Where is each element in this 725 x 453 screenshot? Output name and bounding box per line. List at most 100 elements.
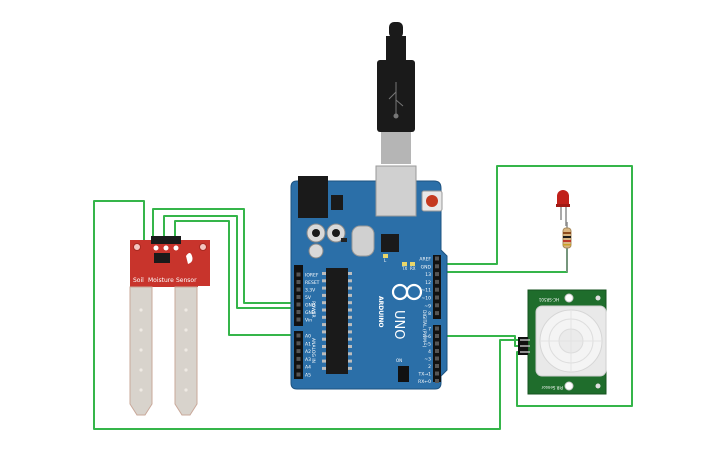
pir-label-bottom: PIR Sensor — [541, 385, 563, 390]
chip-pin — [348, 352, 352, 356]
pin-socket[interactable] — [435, 326, 439, 331]
chip-pin — [348, 272, 352, 275]
pir-mount-hole — [564, 293, 574, 303]
wire-soil-gnd-gnd[interactable] — [163, 215, 296, 309]
chip-pin — [348, 330, 352, 334]
digital-section-label: DIGITAL (PWM~) — [421, 310, 427, 348]
voltage-regulator — [331, 195, 343, 210]
chip-pin — [322, 359, 326, 363]
chip-pin — [348, 301, 352, 305]
red-led[interactable] — [556, 190, 570, 226]
board-led-label: RX — [410, 266, 416, 271]
pin-label: 12 — [425, 280, 431, 286]
pin-socket[interactable] — [296, 310, 301, 314]
pin-socket[interactable] — [435, 364, 439, 368]
usb-plug-metal — [381, 132, 411, 164]
chip-pin — [348, 308, 352, 312]
digital-header-top — [433, 255, 441, 319]
capacitor-3 — [308, 243, 324, 259]
pin-socket[interactable] — [435, 334, 439, 338]
chip-pin — [348, 337, 352, 341]
pin-socket[interactable] — [435, 371, 439, 376]
board-led-label: TX — [401, 266, 407, 271]
wire-pin2-pir[interactable] — [438, 335, 520, 347]
pir-sensor[interactable]: HC-SR501 PIR Sensor — [518, 289, 607, 395]
pin-label: IOREF — [305, 273, 319, 279]
pin-socket[interactable] — [296, 295, 301, 299]
icsp-header — [398, 366, 409, 382]
led-dome — [557, 190, 569, 205]
pin-socket[interactable] — [435, 295, 439, 300]
pin-socket[interactable] — [296, 302, 301, 307]
pin-label: GND — [421, 264, 432, 270]
pin-label: A0 — [305, 334, 311, 340]
pin-socket[interactable] — [435, 311, 439, 316]
pin-socket[interactable] — [435, 287, 439, 292]
pin-socket[interactable] — [296, 333, 301, 338]
digital-header-bottom — [433, 325, 441, 382]
pin-label: GND — [305, 303, 316, 309]
wire-soil-outer-loop[interactable] — [93, 200, 520, 430]
pin-socket[interactable] — [435, 272, 439, 277]
pin-socket[interactable] — [435, 256, 439, 261]
pin-label: 3.3V — [305, 288, 316, 294]
pin-socket[interactable] — [296, 280, 301, 284]
reset-button[interactable] — [426, 195, 438, 207]
analog-header — [294, 331, 303, 379]
pin-label: ~5 — [424, 342, 431, 348]
pin-label: 8 — [428, 311, 431, 317]
pin-label: RX←0 — [418, 379, 431, 385]
pin-label: A2 — [305, 349, 311, 355]
chip-pin — [322, 301, 326, 305]
arduino-logo — [391, 283, 423, 301]
pir-label-top: HC-SR501 — [538, 297, 559, 302]
soil-sensor-chip — [154, 253, 170, 263]
arduino-board[interactable]: ARDUINO UNO POWER ANALOG IN DIGITAL (PWM… — [290, 165, 448, 390]
pin-label: 4 — [428, 349, 431, 355]
chip-pin — [322, 337, 326, 341]
pin-label: TX→1 — [418, 372, 432, 378]
pin-socket[interactable] — [435, 264, 439, 269]
resistor[interactable] — [562, 222, 572, 272]
chip-pin — [348, 366, 352, 370]
usb-cable[interactable] — [377, 22, 415, 164]
pin-socket[interactable] — [296, 356, 301, 361]
usb-icon — [388, 82, 404, 119]
wire-gnd-right-loop[interactable] — [438, 165, 633, 407]
usb-cable-strain — [389, 22, 403, 38]
chip-pin — [322, 272, 326, 275]
soil-sensor-header — [151, 236, 181, 244]
pin-label: A3 — [305, 357, 311, 363]
pin-label: ~3 — [424, 357, 431, 363]
pin-socket[interactable] — [435, 303, 439, 308]
wire-soil-sig-a0[interactable] — [174, 220, 296, 336]
pin-socket[interactable] — [296, 272, 301, 277]
pin-socket[interactable] — [296, 349, 301, 354]
pin-socket[interactable] — [435, 349, 439, 353]
pin-socket[interactable] — [435, 341, 439, 346]
chip-pin — [322, 345, 326, 348]
arduino-model-label: UNO — [391, 310, 406, 339]
pin-label: A5 — [305, 373, 311, 379]
pin-socket[interactable] — [435, 379, 439, 383]
leaf-icon — [186, 253, 193, 264]
pin-socket[interactable] — [435, 356, 439, 361]
pin-socket[interactable] — [296, 317, 301, 322]
soil-moisture-sensor[interactable]: Soil Moisture Sensor — [129, 236, 210, 416]
chip-pin — [348, 315, 352, 319]
pin-socket[interactable] — [435, 279, 439, 284]
pin-label: ~6 — [424, 334, 431, 340]
pin-label: RESET — [305, 280, 320, 286]
soil-label-mid: Moisture — [148, 277, 174, 284]
pin-socket[interactable] — [296, 372, 301, 377]
soil-label-right: Sensor — [176, 277, 197, 284]
pin-socket[interactable] — [296, 287, 301, 292]
analog-section-label: ANALOG IN — [310, 338, 316, 363]
chip-pin — [322, 308, 326, 312]
pin-socket[interactable] — [296, 364, 301, 369]
wire-led-pin13[interactable] — [438, 236, 568, 273]
wire-soil-vcc-5v[interactable] — [152, 208, 296, 304]
pin-socket[interactable] — [296, 341, 301, 346]
chip-pin — [322, 315, 326, 319]
